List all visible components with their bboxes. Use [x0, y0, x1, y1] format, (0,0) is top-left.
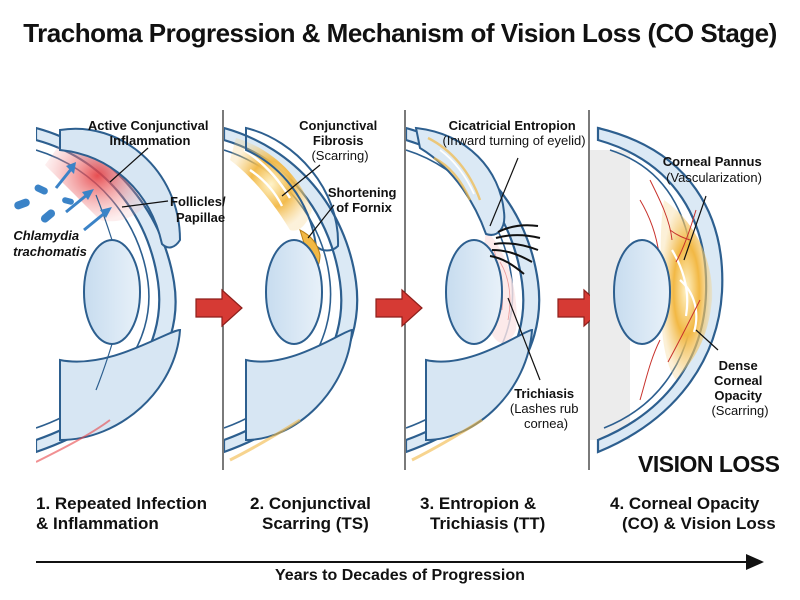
label-fibrosis-3: (Scarring)	[311, 148, 368, 163]
eye-cross-section-1	[36, 126, 182, 463]
label-opacity-4: (Scarring)	[711, 403, 768, 418]
stage-2-caption: 2. Conjunctival Scarring (TS)	[250, 494, 371, 534]
label-fibrosis-2: Fibrosis	[313, 133, 364, 148]
svg-text:Cicatricial Entropion (Inw: Cicatricial Entropion (Inward turning of…	[442, 118, 585, 148]
stage-4-caption: 4. Corneal Opacity (CO) & Vision Loss	[610, 494, 776, 534]
svg-text:Follicles/ Papillae: Follicles/ Papillae	[170, 194, 229, 225]
lens-4	[613, 239, 671, 345]
stage-4-line-2: (CO) & Vision Loss	[622, 514, 776, 533]
svg-text:Conjunctival Fibrosis: Conjunctival Fibrosis (Scarring)	[299, 118, 381, 163]
svg-text:Trichiasis (Lashes rub: Trichiasis (Lashes rub cornea)	[510, 386, 582, 431]
inward-eyelashes	[489, 224, 541, 275]
progression-arrow-2	[375, 288, 423, 328]
label-opacity-2: Corneal	[714, 373, 762, 388]
lens-2	[265, 239, 323, 345]
stage-3-caption: 3. Entropion & Trichiasis (TT)	[420, 494, 545, 534]
label-trichiasis-3: cornea)	[524, 416, 568, 431]
upper-eyelid-2	[245, 126, 340, 252]
timeline-label: Years to Decades of Progression	[275, 567, 525, 584]
stage-3-line-2: Trichiasis (TT)	[430, 514, 546, 533]
stage-1-line-2: & Inflammation	[36, 514, 159, 533]
chlamydia-bacteria	[14, 184, 74, 223]
lens-3	[445, 239, 503, 345]
stage-4-line-1: 4. Corneal Opacity	[610, 494, 760, 513]
label-pathogen-2: trachomatis	[13, 244, 87, 259]
label-pannus-1: Corneal Pannus	[663, 154, 762, 169]
stage-1-caption: 1. Repeated Infection & Inflammation	[36, 494, 207, 534]
eye-cross-section-4	[590, 126, 724, 454]
label-pannus-2: (Vascularization)	[666, 170, 762, 185]
infection-arrows	[54, 162, 112, 232]
svg-text:Dense Corneal Opacity: Dense Corneal Opacity (Scarring)	[711, 358, 768, 418]
vision-loss-label: VISION LOSS	[638, 451, 780, 477]
progression-arrow-1	[195, 288, 243, 328]
svg-text:Chlamydia trachomatis: Chlamydia trachomatis	[13, 228, 87, 259]
lens-1	[83, 239, 141, 345]
stage-2-line-1: 2. Conjunctival	[250, 494, 371, 513]
page-title: Trachoma Progression & Mechanism of Visi…	[23, 18, 777, 48]
stage-1-line-1: 1. Repeated Infection	[36, 494, 207, 513]
label-fornix-1: Shortening	[328, 185, 397, 200]
timeline-arrowhead	[746, 554, 764, 570]
label-follicles-2: Papillae	[176, 210, 225, 225]
eye-cross-section-2	[224, 126, 359, 462]
label-trichiasis-2: (Lashes rub	[510, 401, 579, 416]
stage-3-line-1: 3. Entropion &	[420, 494, 537, 513]
svg-text:Corneal Pannus (Vasculariz: Corneal Pannus (Vascularization)	[663, 154, 766, 185]
label-entropion-1: Cicatricial Entropion	[449, 118, 576, 133]
label-active-inflammation-2: Inflammation	[110, 133, 191, 148]
eye-cross-section-3	[406, 126, 541, 462]
label-pathogen-1: Chlamydia	[13, 228, 79, 243]
upper-eyelid-1	[59, 127, 182, 249]
svg-text:Shortening of Fornix: Shortening of Fornix	[328, 185, 400, 215]
label-opacity-3: Opacity	[714, 388, 762, 403]
label-follicles-1: Follicles/	[170, 194, 226, 209]
label-trichiasis-1: Trichiasis	[514, 386, 574, 401]
label-active-inflammation-1: Active Conjunctival	[88, 118, 209, 133]
stage-2-line-2: Scarring (TS)	[262, 514, 369, 533]
label-opacity-1: Dense	[719, 358, 758, 373]
label-entropion-2: (Inward turning of eyelid)	[442, 133, 585, 148]
label-fibrosis-1: Conjunctival	[299, 118, 377, 133]
label-fornix-2: of Fornix	[336, 200, 392, 215]
svg-text:Active Conjunctival Inflam: Active Conjunctival Inflammation	[88, 118, 212, 148]
